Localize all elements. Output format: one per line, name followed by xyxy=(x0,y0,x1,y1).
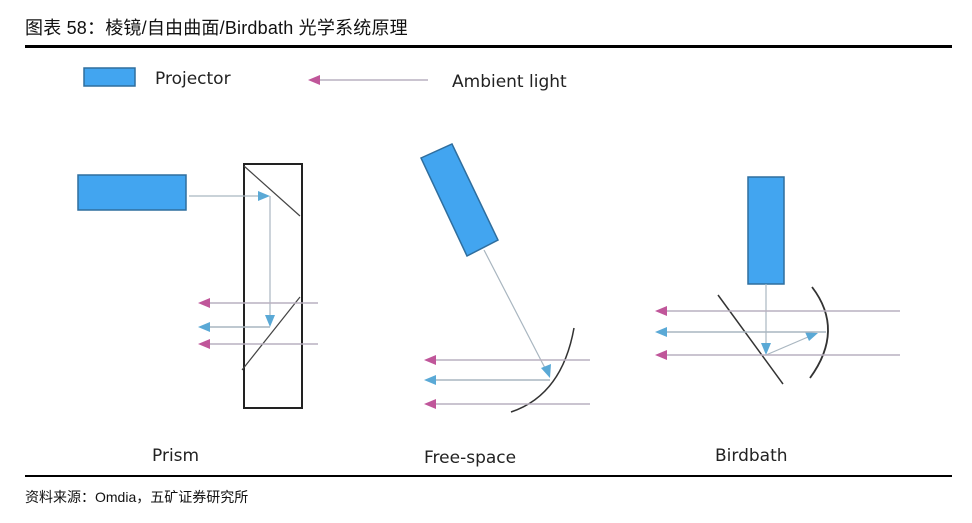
free-space-panel: Free-space xyxy=(419,143,590,468)
bottom-divider xyxy=(25,475,952,477)
free-space-label: Free-space xyxy=(424,448,516,468)
prism-projector xyxy=(77,174,187,211)
top-divider xyxy=(25,45,952,48)
free-space-projector xyxy=(419,143,499,258)
legend: Projector Ambient light xyxy=(83,67,567,92)
legend-ambient-label: Ambient light xyxy=(452,72,567,92)
birdbath-panel: Birdbath xyxy=(655,176,900,466)
figure-title: 图表 58：棱镜/自由曲面/Birdbath 光学系统原理 xyxy=(25,18,408,38)
birdbath-label: Birdbath xyxy=(715,446,788,466)
legend-projector-label: Projector xyxy=(155,69,231,89)
legend-projector-swatch xyxy=(83,67,136,87)
source-note: 资料来源：Omdia，五矿证券研究所 xyxy=(25,489,249,505)
prism-label: Prism xyxy=(152,446,199,466)
birdbath-projector xyxy=(747,176,785,285)
prism-body xyxy=(243,163,303,409)
prism-panel: Prism xyxy=(77,163,318,466)
